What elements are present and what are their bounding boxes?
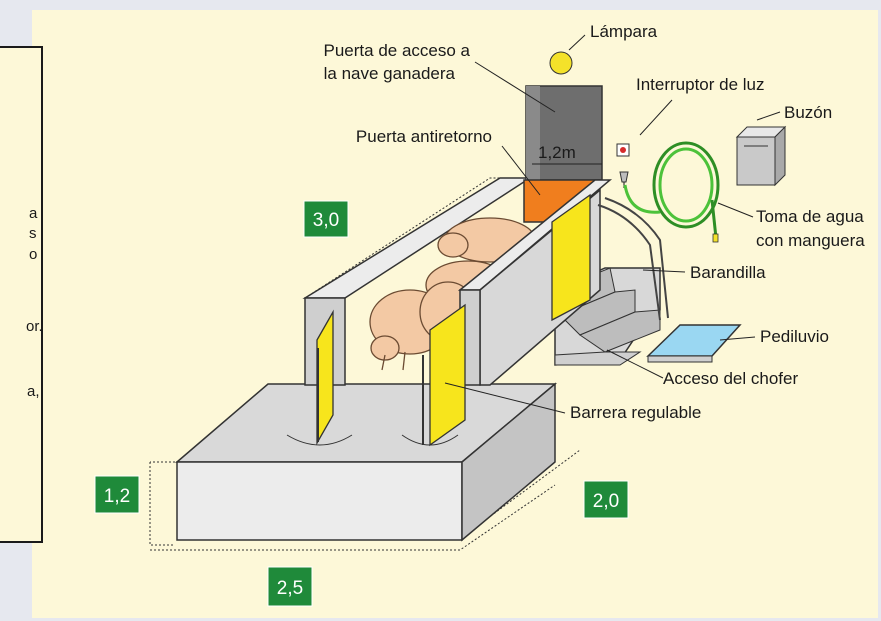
side-fragment-4: or.: [26, 318, 43, 335]
label-interruptor: Interruptor de luz: [636, 75, 765, 94]
handrail: [597, 197, 669, 321]
label-puerta-acceso-2: la nave ganadera: [324, 64, 456, 83]
svg-text:2,0: 2,0: [593, 491, 619, 512]
dimension-badge-ancho: 2,0: [583, 480, 629, 519]
access-door: [525, 85, 603, 181]
label-puerta-antiretorno: Puerta antiretorno: [356, 127, 492, 146]
label-barandilla: Barandilla: [690, 263, 766, 282]
internal-gate: [551, 193, 591, 322]
label-buzon: Buzón: [784, 103, 832, 122]
svg-text:2,5: 2,5: [277, 578, 303, 599]
hose-icon: [623, 141, 720, 243]
svg-text:3,0: 3,0: [313, 210, 339, 231]
label-toma-agua-2: con manguera: [756, 231, 865, 250]
label-ancho-puerta: 1,2m: [538, 143, 576, 162]
water-tap-icon: [619, 171, 629, 188]
light-switch-icon: [616, 143, 630, 157]
side-fragment-2: s: [29, 225, 37, 242]
dimension-badge-largo-muelle: 2,5: [267, 566, 313, 607]
side-fragment-1: a: [29, 205, 38, 222]
side-fragment-3: o: [29, 246, 37, 263]
lamp-icon: [549, 51, 573, 75]
dimension-badge-largo: 3,0: [303, 200, 349, 238]
dimension-badge-altura: 1,2: [94, 475, 140, 514]
barrier-swing-arcs: [286, 348, 459, 446]
side-fragment-5: a,: [27, 383, 40, 400]
mailbox-icon: [735, 125, 787, 187]
label-toma-agua-1: Toma de agua: [756, 207, 864, 226]
label-lampara: Lámpara: [590, 22, 658, 41]
right-regulable-barrier: [429, 303, 466, 447]
label-barrera: Barrera regulable: [570, 403, 701, 422]
leader-lines: [444, 34, 781, 414]
label-puerta-acceso-1: Puerta de acceso a: [324, 41, 471, 60]
side-text-panel: a s o or. a,: [0, 46, 43, 543]
label-acceso-chofer: Acceso del chofer: [663, 369, 798, 388]
label-pediluvio: Pediluvio: [760, 327, 829, 346]
footbath: [646, 324, 742, 363]
svg-text:1,2: 1,2: [104, 486, 130, 507]
